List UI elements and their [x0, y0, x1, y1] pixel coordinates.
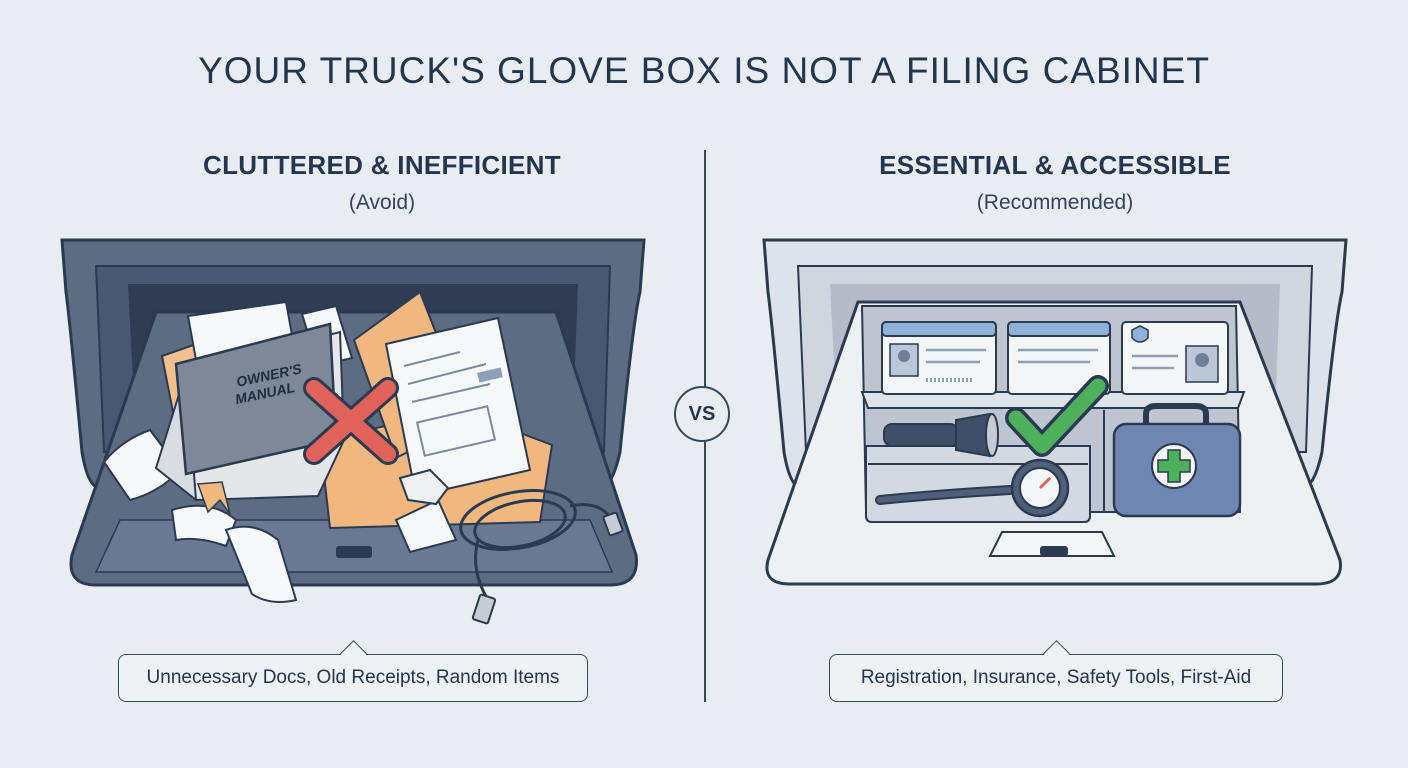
cluttered-caption-text: Unnecessary Docs, Old Receipts, Random I…	[146, 667, 560, 688]
cluttered-glove-box: OWNER'S MANUAL	[60, 238, 646, 625]
registration-card	[881, 321, 997, 395]
cluttered-subheading: (Avoid)	[348, 191, 416, 214]
essential-heading: ESSENTIAL & ACCESSIBLE	[879, 150, 1231, 180]
organized-glove-box	[762, 238, 1348, 586]
red-x-icon	[303, 377, 399, 465]
first-aid-kit-icon	[1112, 403, 1242, 518]
usb-cable	[459, 489, 614, 601]
page-title: YOUR TRUCK'S GLOVE BOX IS NOT A FILING C…	[198, 50, 1210, 91]
id-card	[1121, 321, 1229, 395]
flashlight-icon	[883, 412, 999, 458]
essential-header: ESSENTIAL & ACCESSIBLE (Recommended)	[775, 150, 1335, 215]
tire-gauge-icon	[875, 458, 1070, 518]
green-check-icon	[1005, 375, 1109, 457]
cluttered-heading: CLUTTERED & INEFFICIENT	[203, 150, 561, 180]
essential-caption: Registration, Insurance, Safety Tools, F…	[829, 640, 1283, 702]
essential-caption-text: Registration, Insurance, Safety Tools, F…	[860, 667, 1252, 688]
vs-badge: VS	[674, 386, 730, 442]
essential-subheading: (Recommended)	[976, 191, 1134, 214]
cluttered-caption: Unnecessary Docs, Old Receipts, Random I…	[118, 640, 588, 702]
cluttered-header: CLUTTERED & INEFFICIENT (Avoid)	[102, 150, 662, 215]
insurance-card	[1007, 321, 1111, 395]
